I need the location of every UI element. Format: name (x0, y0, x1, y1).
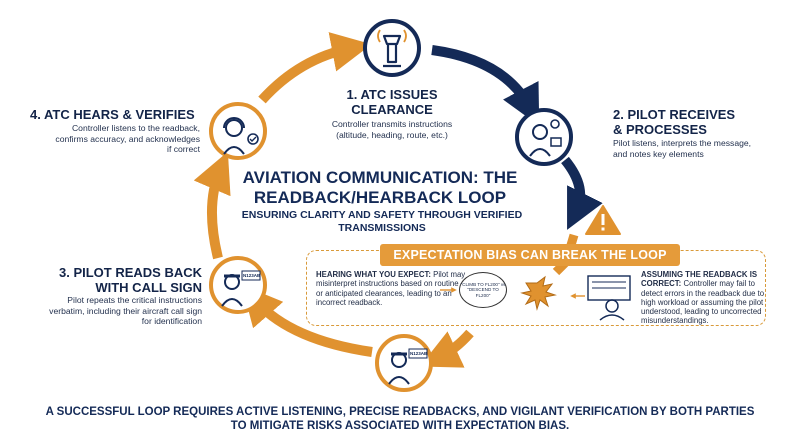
arrow-step4-to-step1 (258, 32, 372, 104)
controller-headset-icon (223, 117, 259, 155)
step1-title: 1. ATC ISSUES CLEARANCE (346, 87, 438, 117)
step3-title: 3. PILOT READS BACK WITH CALL SIGN (58, 265, 202, 295)
step2-title: 2. PILOT RECEIVES & PROCESSES (613, 107, 736, 137)
step1-description: Controller transmits instructions (altit… (331, 119, 453, 140)
bias-left-body: Pilot may misinterpret instructions base… (316, 270, 466, 307)
call-sign-badge-bottom: N123AB (410, 351, 428, 356)
call-sign-badge: N123AB (243, 273, 261, 278)
footer-note: A SUCCESSFUL LOOP REQUIRES ACTIVE LISTEN… (45, 406, 755, 432)
arrow-bottom-to-step3 (241, 284, 373, 357)
arrow-step2-to-bias (561, 156, 603, 230)
step4-description: Controller listens to the readback, conf… (55, 123, 200, 154)
break-burst-icon (520, 275, 557, 311)
page-subtitle: ENSURING CLARITY AND SAFETY THROUGH VERI… (241, 209, 523, 234)
bias-left-heading: HEARING WHAT YOU EXPECT: (316, 270, 431, 279)
bias-right-text: ASSUMING THE READBACK IS CORRECT: Contro… (641, 270, 769, 326)
node-bottom (375, 334, 433, 392)
node-step4 (209, 102, 267, 160)
node-step1 (363, 19, 421, 77)
page-title: AVIATION COMMUNICATION: THE READBACK/HEA… (242, 168, 518, 207)
bias-left-text: HEARING WHAT YOU EXPECT: Pilot may misin… (316, 270, 466, 307)
node-step3 (209, 256, 267, 314)
speech-bubble: "CLIMB TO FL200" vs "DESCEND TO FL200" (459, 272, 507, 308)
bias-right-body: Controller may fail to detect errors in … (641, 279, 765, 326)
atc-tower-icon (382, 34, 402, 68)
warning-icon (585, 205, 621, 235)
pilot-processing-icon (529, 119, 562, 157)
controller-desk-icon (587, 275, 631, 321)
step2-description: Pilot listens, interprets the message, a… (613, 138, 752, 159)
arrow-step3-to-step4 (193, 151, 231, 260)
arrow-bias-to-bottom (419, 329, 474, 368)
bias-right-heading: ASSUMING THE READBACK IS CORRECT: (641, 270, 758, 289)
node-step2 (515, 108, 573, 166)
step3-description: Pilot repeats the critical instructions … (49, 295, 202, 326)
arrow-step1-to-step2 (431, 45, 540, 126)
pilot-readback-icon (221, 270, 261, 307)
pilot-speaking-icon (388, 348, 428, 385)
bias-banner: EXPECTATION BIAS CAN BREAK THE LOOP (380, 244, 680, 266)
step4-title: 4. ATC HEARS & VERIFIES (30, 107, 195, 122)
